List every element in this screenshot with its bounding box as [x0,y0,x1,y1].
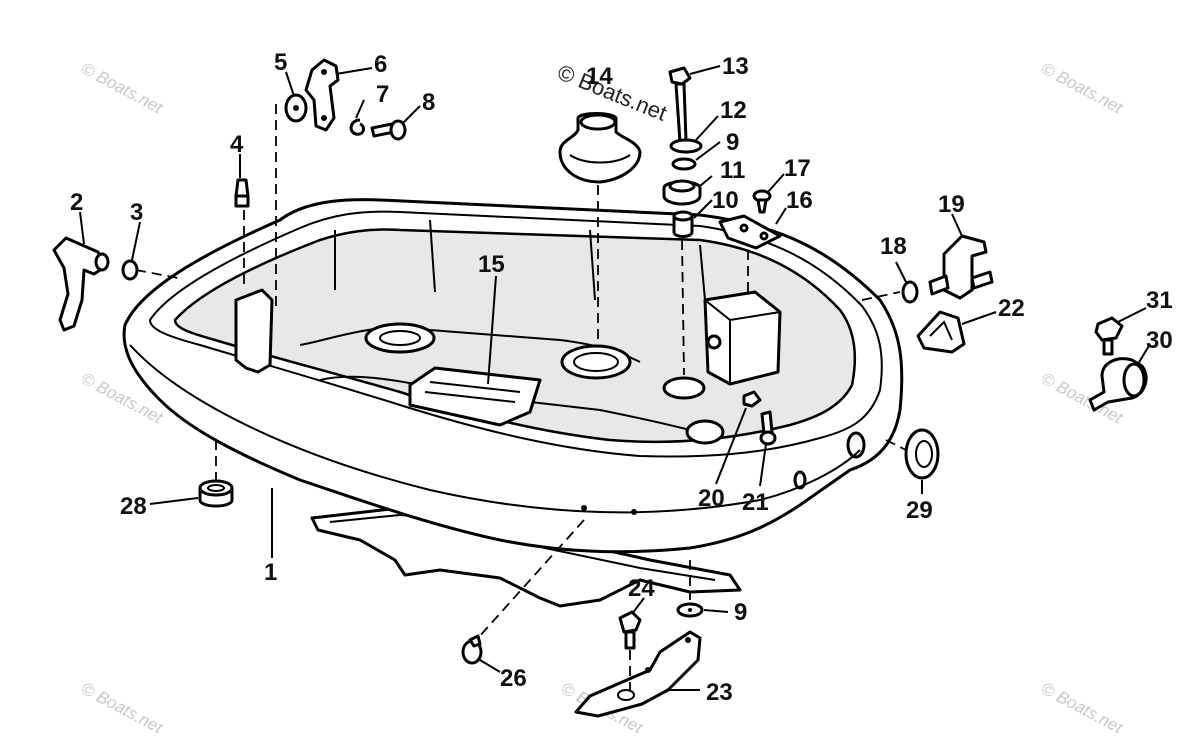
callout-4: 4 [230,131,244,158]
part-10-sleeve [672,210,694,238]
part-20-nut [742,390,762,408]
callout-28: 28 [120,493,147,520]
callout-10: 10 [712,187,739,214]
part-6-latch [304,58,340,132]
part-7-clip [349,118,365,136]
callout-2: 2 [70,189,83,216]
watermark: © Boats.net [1038,59,1127,118]
part-11-grommet [662,179,702,206]
callout-17: 17 [784,155,811,182]
callout-3: 3 [130,199,143,226]
part-19-valve [928,234,994,300]
callout-18: 18 [880,233,907,260]
part-12-washer [669,138,703,154]
part-9-washer [671,157,697,171]
callout-22: 22 [998,295,1025,322]
callout-30: 30 [1146,327,1173,354]
part-28-grommet [198,479,234,508]
left-wall-bracket [234,288,274,374]
assembly-lines [135,104,907,690]
part-15-pad [408,366,542,427]
part-14-grommet [558,112,642,184]
pan-opening-left [364,322,436,354]
part-31-bolt [1094,316,1124,356]
leader-lines [79,65,1151,691]
watermark: © Boats.net [1038,679,1127,738]
part-22-grommet [916,310,966,354]
callout-11: 11 [720,157,745,184]
part-13-bolt [668,66,692,144]
watermark: © Boats.net [78,679,167,738]
callout-21: 21 [742,489,769,516]
callout-9-top: 9 [726,129,739,156]
callout-31: 31 [1146,287,1173,314]
callout-15: 15 [478,251,505,278]
callout-19: 19 [938,191,965,218]
callout-16: 16 [786,187,813,214]
callout-29: 29 [906,497,933,524]
part-2-lever [52,236,108,332]
callout-6: 6 [374,51,387,78]
part-30-clamp [1088,357,1148,412]
part-29-grommet [904,428,940,480]
watermark: © Boats.net [78,59,167,118]
callout-5: 5 [274,49,287,76]
callout-7: 7 [376,81,389,108]
part-3-washer [121,259,139,281]
part-23-bracket [574,630,702,718]
callout-24: 24 [628,575,655,602]
part-8-screw [370,119,407,141]
part-24-bolt [618,610,642,650]
pan-opening-right [662,376,706,400]
callout-13: 13 [722,53,749,80]
callout-26: 26 [500,665,527,692]
part-26-plug [461,634,483,665]
part-4-fitting [234,178,250,208]
part-17-screw [752,189,772,214]
callout-14: 14 [586,63,613,90]
callout-labels: 1 2 3 4 5 6 7 8 9 9 10 11 12 13 14 15 16… [70,49,1173,706]
callout-8: 8 [422,89,435,116]
callout-23: 23 [706,679,733,706]
pan-opening-lower [685,419,725,445]
callout-9-bottom: 9 [734,599,747,626]
pan-opening-center [560,344,632,380]
callout-12: 12 [720,97,747,124]
callout-20: 20 [698,485,725,512]
part-18-washer [901,280,919,304]
part-21-screw [759,410,777,446]
callout-1: 1 [264,559,277,586]
